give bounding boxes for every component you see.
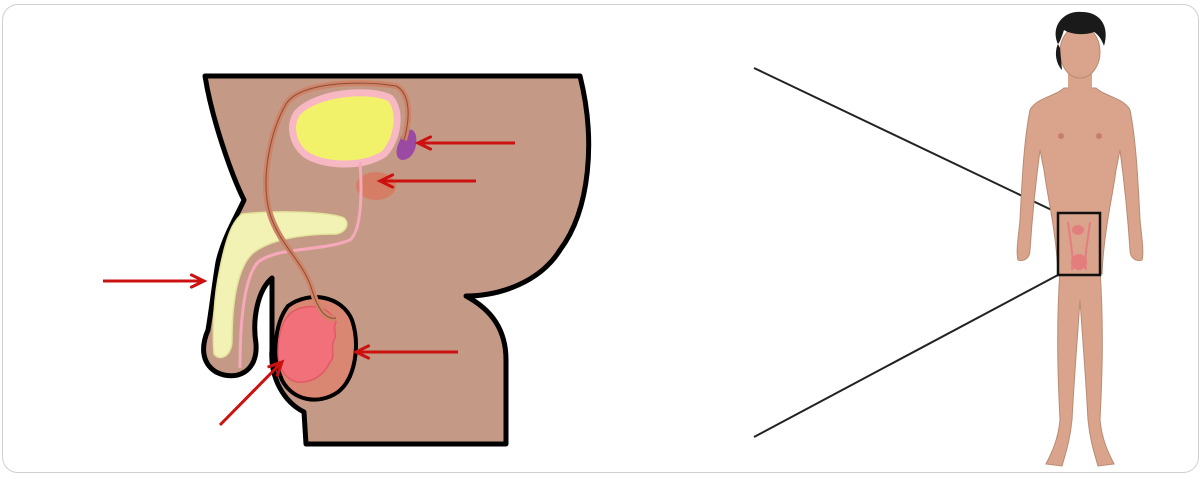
connector-line-top (754, 68, 1058, 213)
bladder (293, 93, 398, 164)
arrow-penis (103, 275, 204, 287)
figure-nipple-left (1058, 133, 1064, 139)
figure-torso (1017, 88, 1143, 274)
connector-line-bottom (754, 275, 1058, 437)
figure-legs (1046, 270, 1114, 466)
figure-nipple-right (1096, 133, 1102, 139)
body-figure (1017, 12, 1143, 466)
cross-section (204, 76, 589, 444)
